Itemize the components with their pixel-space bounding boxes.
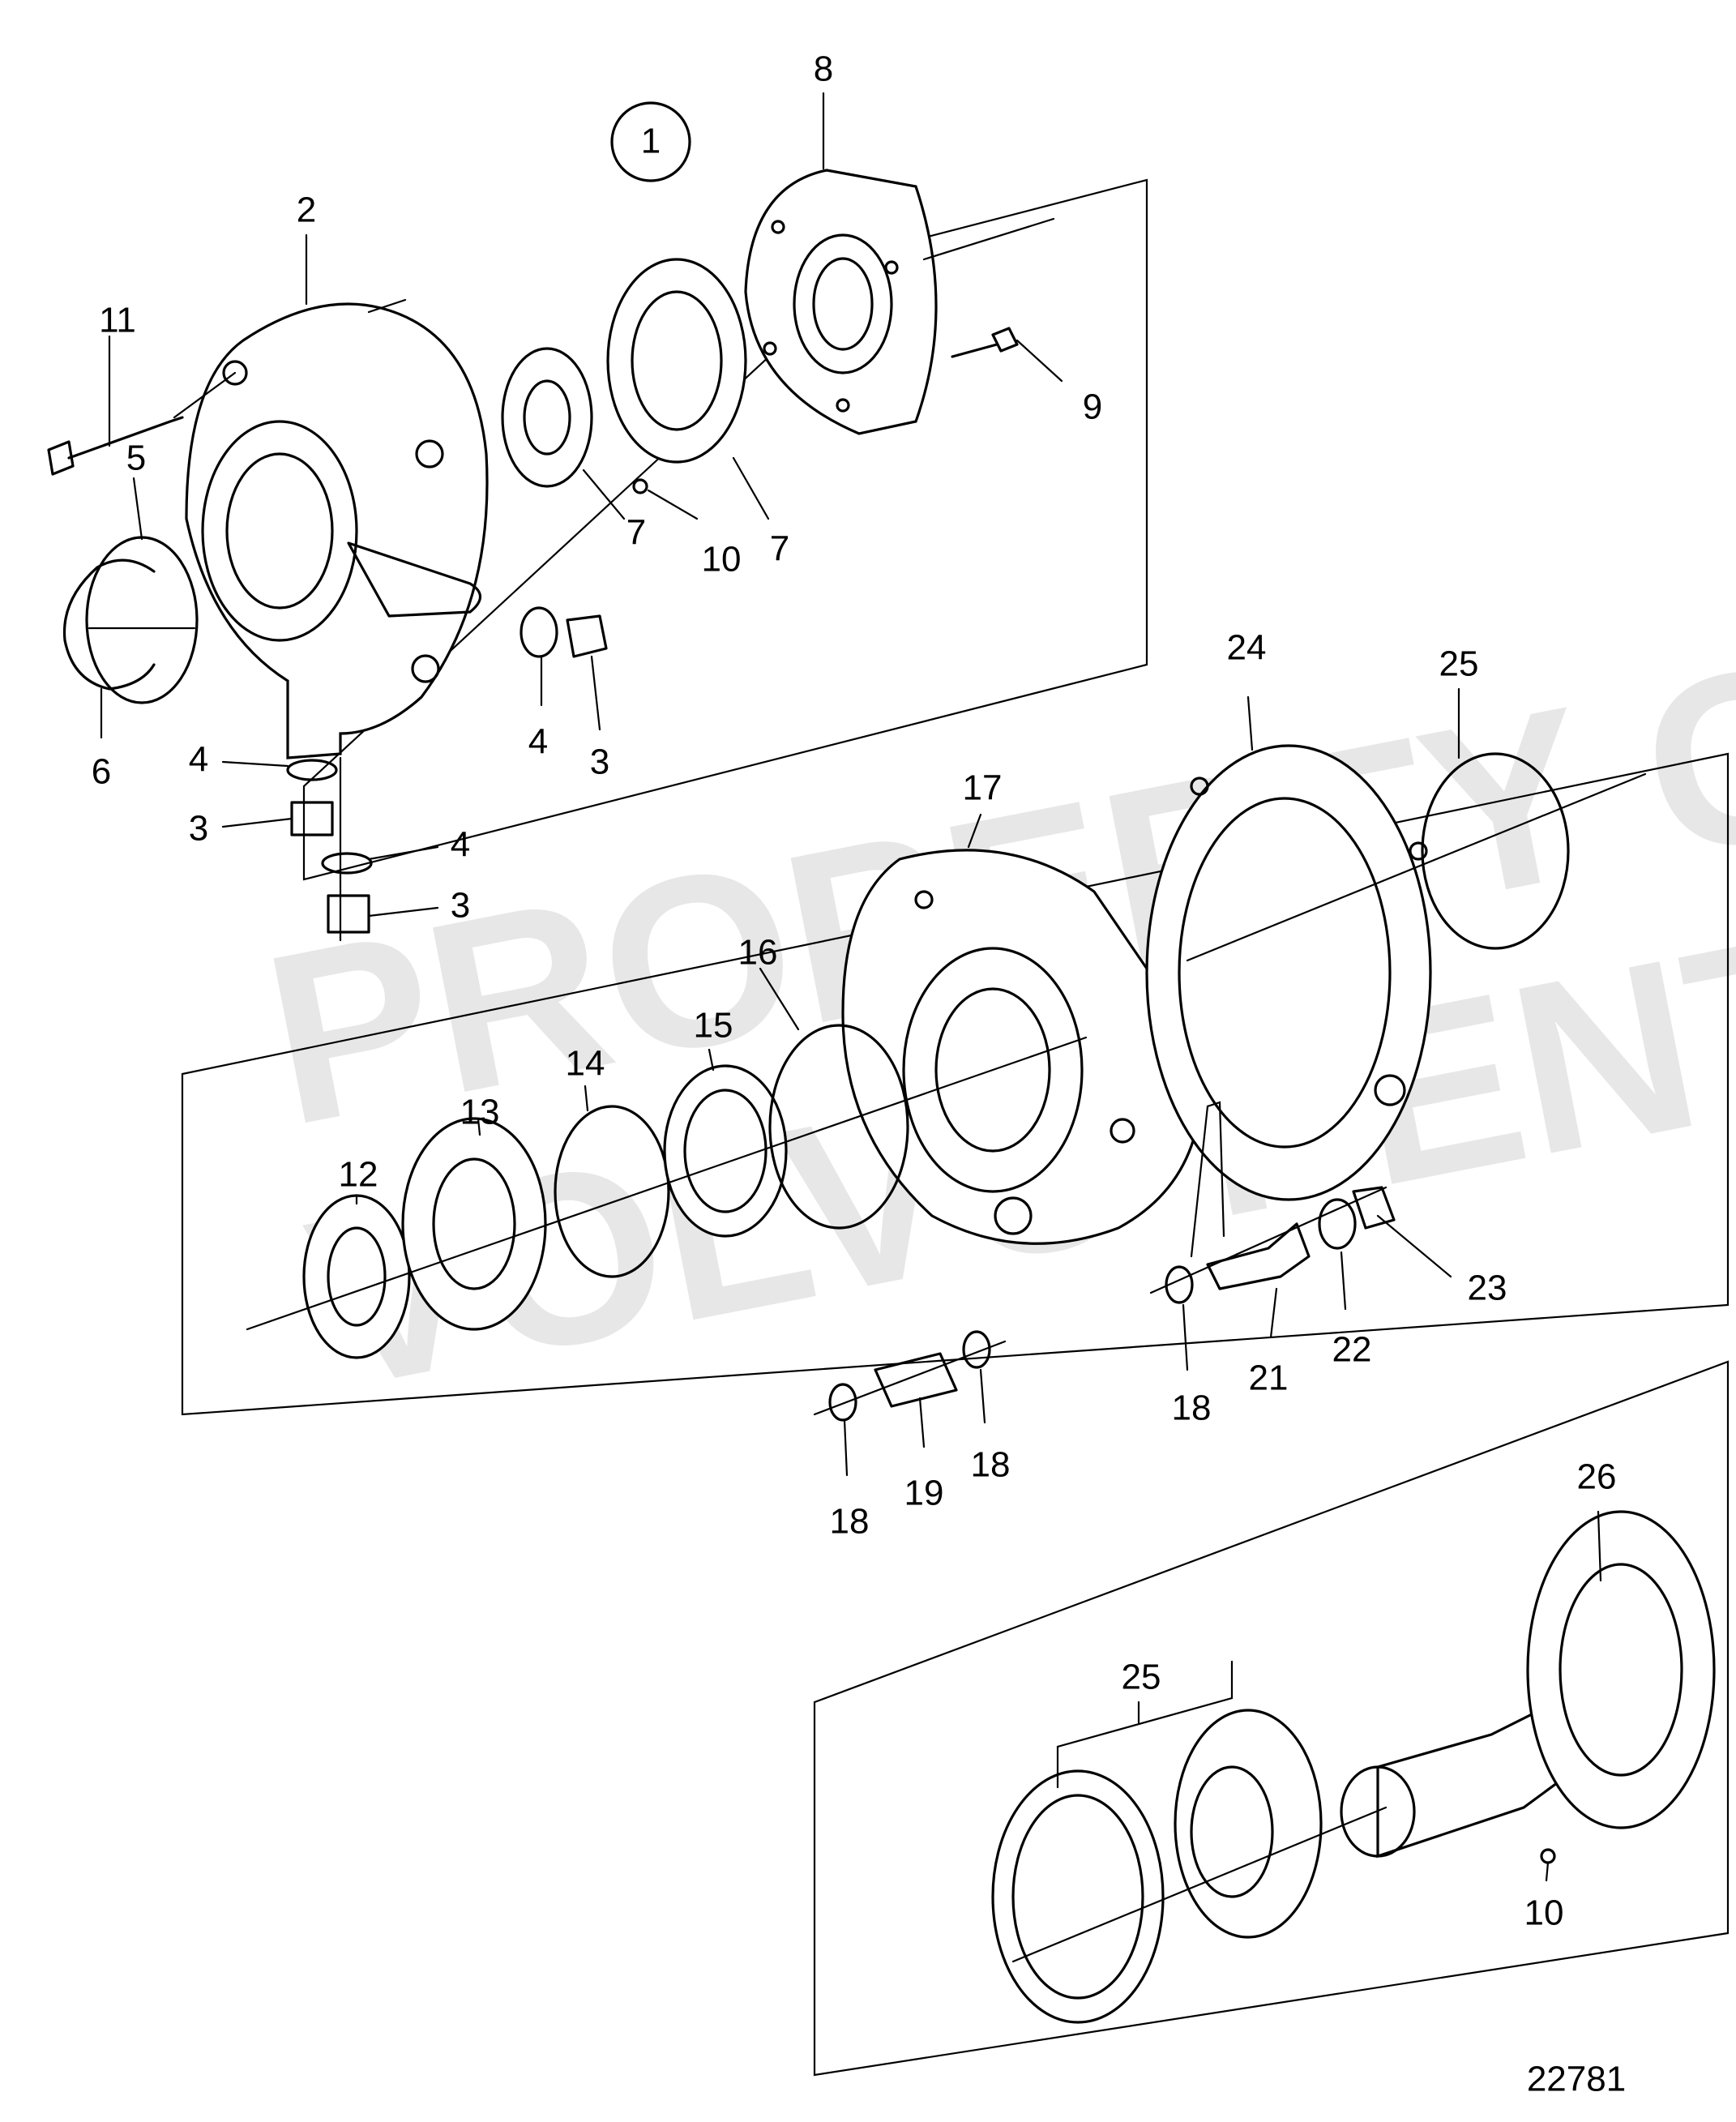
snap-ring-18c xyxy=(1165,1265,1194,1304)
callout-10b: 10 xyxy=(1524,1893,1564,1933)
plug-3b xyxy=(290,801,334,836)
frame-shaft xyxy=(813,1360,1730,2077)
o-ring-24 xyxy=(1421,752,1570,950)
callout-2: 2 xyxy=(297,190,316,230)
callout-labels: 8 2 11 5 6 9 7 10 7 4 3 4 3 4 3 24 25 17… xyxy=(92,49,1617,1933)
callout-20: 21 xyxy=(1249,1358,1289,1398)
o-ring-21 xyxy=(1318,1198,1357,1250)
valve-20 xyxy=(1206,1222,1311,1290)
callout-3c: 3 xyxy=(451,886,470,926)
o-ring-16 xyxy=(768,1024,909,1230)
gasket-23 xyxy=(1145,744,1432,1201)
pump-cover xyxy=(744,169,938,435)
callout-25: 25 xyxy=(1122,1658,1161,1697)
bolt-11 xyxy=(47,416,184,476)
washer-4b xyxy=(286,759,338,781)
callout-11: 11 xyxy=(99,301,136,340)
callout-23: 24 xyxy=(1227,628,1267,668)
pump-housing xyxy=(185,302,489,759)
nut-12 xyxy=(302,1194,411,1359)
screw-9 xyxy=(951,327,1019,358)
callout-9: 9 xyxy=(1083,387,1102,427)
callout-16: 16 xyxy=(738,933,778,973)
callout-7a: 7 xyxy=(626,513,646,553)
callout-10a: 10 xyxy=(702,540,742,580)
callout-18c: 18 xyxy=(1172,1388,1212,1428)
callout-26: 26 xyxy=(1577,1457,1617,1497)
washer-4c xyxy=(321,852,373,875)
callout-8: 8 xyxy=(814,49,833,89)
converter-housing xyxy=(841,849,1204,1245)
bearing-13 xyxy=(401,1117,547,1331)
plug-22 xyxy=(1352,1186,1396,1230)
plug-3c xyxy=(327,894,370,934)
callout-3a: 3 xyxy=(590,742,609,782)
washer-4a xyxy=(520,606,558,658)
callout-24: 25 xyxy=(1439,644,1479,684)
callout-5: 5 xyxy=(126,439,146,478)
pin-10b xyxy=(1540,1848,1556,1864)
callout-12: 12 xyxy=(339,1155,378,1195)
shim-14 xyxy=(554,1105,670,1278)
callout-18a: 18 xyxy=(830,1502,870,1542)
outer-rotor xyxy=(606,258,747,464)
callout-22: 23 xyxy=(1468,1268,1507,1308)
sleeve-19 xyxy=(874,1352,958,1408)
pin-10 xyxy=(632,478,648,494)
plug-3a xyxy=(566,614,608,658)
bearing-cone-25 xyxy=(1174,1709,1323,1939)
group-marker: 1 xyxy=(610,101,691,182)
snap-ring-6 xyxy=(62,558,156,691)
callout-6: 6 xyxy=(92,752,111,792)
snap-ring-18a xyxy=(828,1383,857,1422)
callout-13: 13 xyxy=(460,1093,500,1132)
bracket-25 xyxy=(1056,1660,1234,1789)
callout-18b: 18 xyxy=(971,1445,1011,1485)
bearing-cup-25 xyxy=(991,1769,1165,2024)
callout-14: 14 xyxy=(566,1044,605,1084)
callout-7b: 7 xyxy=(770,529,789,569)
callout-15: 15 xyxy=(694,1006,733,1046)
callout-4b: 4 xyxy=(189,740,208,780)
callout-3b: 3 xyxy=(189,809,208,849)
output-shaft xyxy=(1340,1510,1716,1859)
leader-lines xyxy=(100,92,1602,1882)
drawing-number: 22781 xyxy=(1527,2060,1626,2099)
callout-17: 17 xyxy=(963,768,1003,808)
snap-ring-18b xyxy=(962,1330,991,1369)
inner-rotor xyxy=(501,347,593,488)
callout-4a: 4 xyxy=(528,722,548,762)
callout-21: 22 xyxy=(1332,1330,1372,1370)
callout-19: 19 xyxy=(904,1474,944,1513)
callout-4c: 4 xyxy=(451,825,470,865)
group-marker-label: 1 xyxy=(641,122,661,161)
